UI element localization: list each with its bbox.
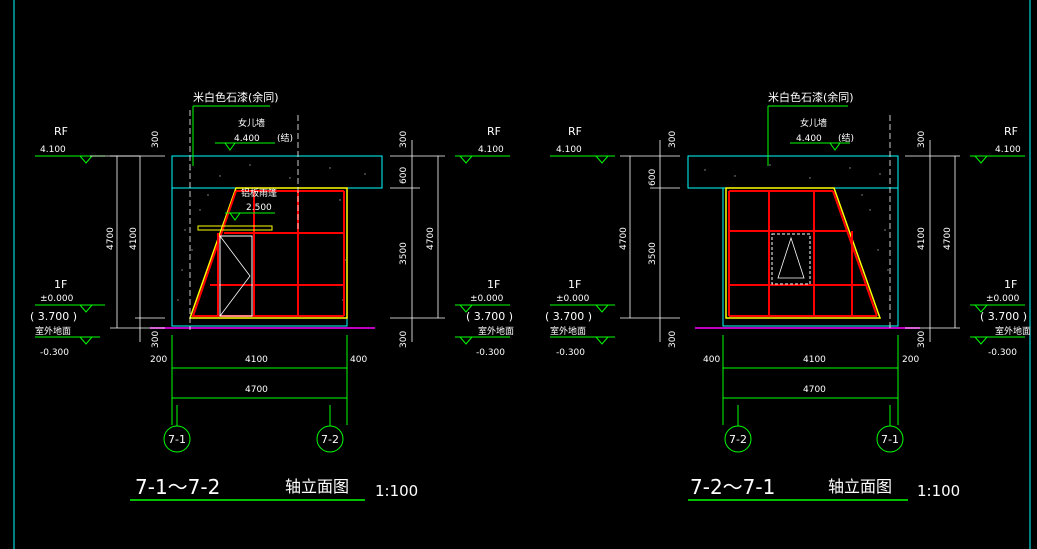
left-note-top: 米白色石漆(余同) (193, 90, 279, 104)
right-dim-300-r: 300 (917, 131, 927, 148)
right-dim-300-r2: 300 (917, 331, 927, 348)
right-scale: 1:100 (917, 482, 960, 500)
right-dim-300-bot-l: 300 (668, 331, 678, 348)
right-dim-400: 400 (703, 355, 720, 365)
left-axis-b: 7-2 (321, 433, 339, 446)
right-stipple (704, 164, 891, 301)
left-dim-3500-r: 3500 (399, 242, 409, 265)
right-level-1f-l: 1F (568, 278, 581, 291)
left-dim-bottom (171, 335, 348, 425)
right-dim-right (905, 140, 960, 342)
right-dim-bottom (722, 335, 899, 425)
left-parapet (171, 155, 383, 189)
left-level-outdoor-val-l: -0.300 (40, 348, 69, 358)
left-title: 7-1～7-2 (135, 475, 220, 499)
left-dim-300-r: 300 (399, 131, 409, 148)
right-parapet-elev: 4.400 (796, 134, 822, 144)
right-dim-4700-b: 4700 (803, 385, 826, 395)
right-level-outdoor-r: 室外地面 (995, 325, 1031, 337)
right-level-rf-val-l: 4.100 (556, 145, 582, 155)
left-elevation: 米白色石漆(余同) 女儿墙 4.400 (结) 铝板雨篷 2.500 RF 4.… (30, 90, 514, 501)
right-level-1f-val-r: ±0.000 (986, 294, 1020, 304)
left-parapet-struct: (结) (277, 132, 293, 144)
right-parapet (687, 155, 899, 189)
left-dim-4100-l: 4100 (129, 227, 139, 250)
left-level-1f-val-r: ±0.000 (470, 294, 504, 304)
left-scale: 1:100 (375, 482, 418, 500)
left-level-outdoor-l: 室外地面 (35, 325, 71, 337)
right-dim-4100-r: 4100 (917, 227, 927, 250)
right-dim-left (620, 140, 680, 342)
left-dim-300-bot-l: 300 (151, 331, 161, 348)
right-dim-3500-l: 3500 (648, 242, 658, 265)
right-level-outdoor-val-l: -0.300 (556, 348, 585, 358)
right-axis-b: 7-1 (881, 433, 899, 446)
left-storefront-mullions (192, 190, 345, 317)
left-dim-4700-b: 4700 (245, 385, 268, 395)
right-note-top: 米白色石漆(余同) (768, 90, 854, 104)
right-dim-300-top-l: 300 (668, 131, 678, 148)
right-level-1f-r: 1F (1004, 278, 1017, 291)
left-canopy (197, 225, 273, 231)
left-level-1f-r: 1F (487, 278, 500, 291)
right-dim-4700-l: 4700 (619, 227, 629, 250)
right-level-rf-r: RF (1004, 125, 1018, 138)
left-dim-4700-r: 4700 (426, 227, 436, 250)
right-dim-600-l: 600 (648, 169, 658, 186)
right-vent-panel (771, 233, 811, 285)
left-dim-400: 400 (350, 355, 367, 365)
left-dim-600-r: 600 (399, 167, 409, 184)
right-parapet-label: 女儿墙 (800, 117, 827, 129)
left-level-outdoor-r: 室外地面 (478, 325, 514, 337)
left-title-suffix: 轴立面图 (285, 477, 349, 496)
left-storefront-outline (188, 187, 348, 319)
right-level-paren-r: ( 3.700 ) (980, 310, 1027, 323)
right-vent-mark (777, 236, 805, 279)
left-parapet-elev: 4.400 (234, 134, 260, 144)
left-canopy-elev: 2.500 (246, 203, 272, 213)
left-dim-300-r2: 300 (399, 331, 409, 348)
right-dim-200: 200 (902, 355, 919, 365)
right-level-rf-val-r: 4.100 (995, 145, 1021, 155)
right-level-rf-l: RF (568, 125, 582, 138)
left-level-rf-val-r: 4.100 (478, 145, 504, 155)
right-elevation: 米白色石漆(余同) 女儿墙 4.400 (结) RF 4.100 1F ±0.0… (545, 90, 1031, 501)
right-level-1f-val-l: ±0.000 (556, 294, 590, 304)
left-stipple (177, 164, 366, 301)
left-dim-4700-l: 4700 (106, 227, 116, 250)
left-dim-4100-b: 4100 (245, 355, 268, 365)
left-level-outdoor-val-r: -0.300 (476, 348, 505, 358)
right-title-suffix: 轴立面图 (828, 477, 892, 496)
left-level-paren-r: ( 3.700 ) (466, 310, 513, 323)
right-storefront-outline (725, 187, 882, 319)
left-level-1f-val-l: ±0.000 (40, 294, 74, 304)
left-parapet-label: 女儿墙 (238, 117, 265, 129)
left-dim-300-top-l: 300 (151, 131, 161, 148)
right-storefront-mullions (728, 190, 878, 317)
left-level-rf-l: RF (54, 125, 68, 138)
left-dim-right (390, 140, 445, 342)
left-dim-200: 200 (150, 355, 167, 365)
right-level-outdoor-val-r: -0.300 (988, 348, 1017, 358)
left-level-paren-l: ( 3.700 ) (30, 310, 77, 323)
right-level-paren-l: ( 3.700 ) (545, 310, 592, 323)
left-level-rf-val-l: 4.100 (40, 145, 66, 155)
left-level-1f-l: 1F (54, 278, 67, 291)
right-title: 7-2～7-1 (690, 475, 775, 499)
right-dim-4100-b: 4100 (803, 355, 826, 365)
right-dim-4700-r: 4700 (943, 227, 953, 250)
left-canopy-label: 铝板雨篷 (241, 187, 277, 199)
left-level-rf-r: RF (487, 125, 501, 138)
left-dim-left (110, 155, 165, 342)
left-axis-a: 7-1 (168, 433, 186, 446)
left-door (219, 235, 253, 317)
right-level-outdoor-l: 室外地面 (550, 325, 586, 337)
right-parapet-struct: (结) (838, 132, 854, 144)
left-door-swing (219, 235, 251, 317)
right-axis-a: 7-2 (729, 433, 747, 446)
